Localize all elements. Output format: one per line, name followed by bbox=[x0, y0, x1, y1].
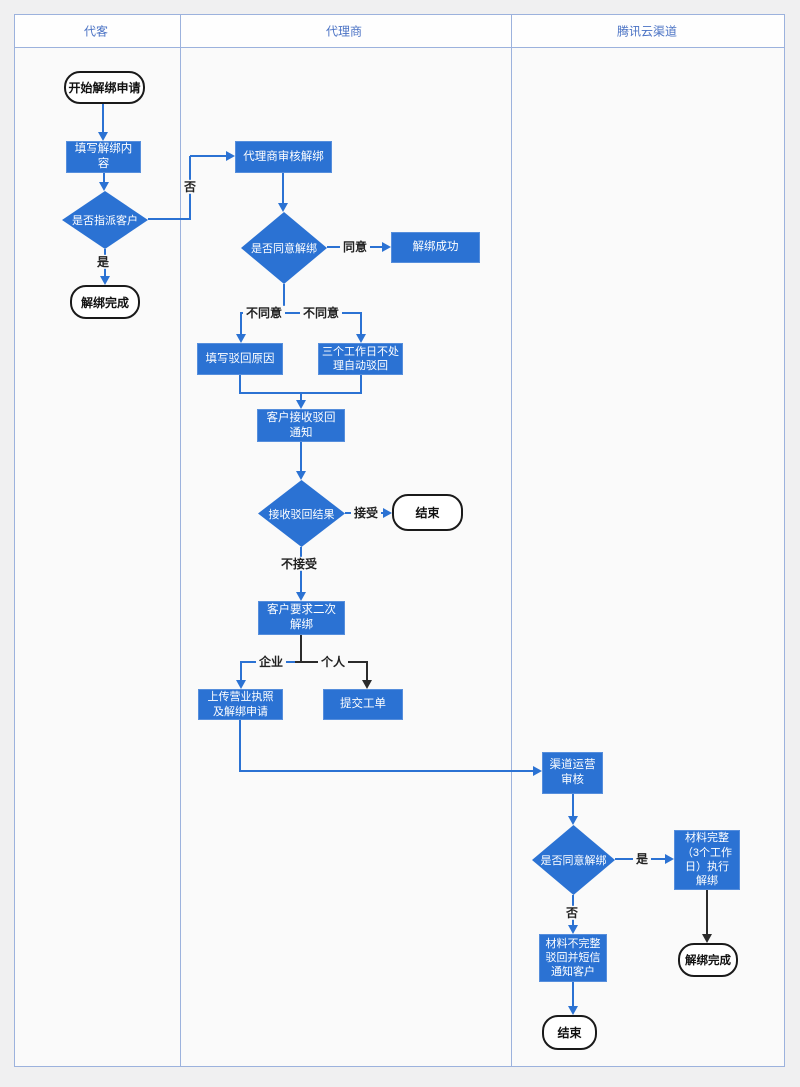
upload-license-box: 上传营业执照 及解绑申请 bbox=[198, 689, 283, 720]
arrowhead-right bbox=[226, 151, 235, 161]
arrowhead-down bbox=[702, 934, 712, 943]
edge-label-personal: 个人 bbox=[317, 654, 349, 670]
arrowhead-down bbox=[99, 182, 109, 191]
connector-line bbox=[300, 635, 302, 662]
connector-line bbox=[300, 442, 302, 471]
arrowhead-down bbox=[568, 816, 578, 825]
connector-line bbox=[148, 218, 190, 220]
material-incomplete-box: 材料不完整 驳回并短信 通知客户 bbox=[539, 934, 607, 982]
arrowhead-down bbox=[100, 276, 110, 285]
arrowhead-right bbox=[533, 766, 542, 776]
connector-line bbox=[240, 662, 242, 680]
connector-line bbox=[103, 173, 105, 183]
connector-line bbox=[366, 662, 368, 680]
start-terminal: 开始解绑申请 bbox=[64, 71, 145, 104]
lane-divider-2 bbox=[511, 15, 512, 1066]
submit-ticket-box: 提交工单 bbox=[323, 689, 403, 720]
connector-line bbox=[190, 155, 226, 157]
end-terminal-2: 结束 bbox=[542, 1015, 597, 1050]
edge-label-yes-complete: 是 bbox=[632, 851, 652, 867]
edge-label-disagree-right: 不同意 bbox=[299, 305, 343, 321]
swimlane-frame bbox=[14, 14, 785, 1067]
fill-content-box: 填写解绑内 容 bbox=[66, 141, 141, 173]
edge-label-enterprise: 企业 bbox=[255, 654, 287, 670]
edge-label-yes: 是 bbox=[93, 254, 113, 270]
arrowhead-down bbox=[98, 132, 108, 141]
channel-review-box: 渠道运营 审核 bbox=[542, 752, 603, 794]
arrowhead-down bbox=[568, 925, 578, 934]
connector-line bbox=[282, 173, 284, 204]
arrowhead-down bbox=[236, 680, 246, 689]
unbind-done-terminal-1: 解绑完成 bbox=[70, 285, 140, 319]
auto-reject-box: 三个工作日不处 理自动驳回 bbox=[318, 343, 403, 375]
connector-line bbox=[240, 313, 242, 334]
connector-line bbox=[360, 375, 362, 393]
edge-label-no-incomplete: 否 bbox=[562, 905, 582, 921]
arrowhead-right bbox=[382, 242, 391, 252]
lane-title-agent: 代理商 bbox=[325, 24, 363, 39]
connector-line bbox=[239, 375, 241, 393]
arrowhead-right bbox=[383, 508, 392, 518]
agent-review-box: 代理商审核解绑 bbox=[235, 141, 332, 173]
arrowhead-down bbox=[296, 400, 306, 409]
connector-line bbox=[572, 794, 574, 816]
connector-line bbox=[239, 770, 533, 772]
unbind-success-box: 解绑成功 bbox=[391, 232, 480, 263]
connector-line bbox=[239, 720, 241, 772]
arrowhead-right bbox=[665, 854, 674, 864]
arrowhead-down bbox=[356, 334, 366, 343]
connector-line bbox=[283, 284, 285, 313]
receive-notice-box: 客户接收驳回 通知 bbox=[257, 409, 345, 442]
connector-line bbox=[300, 393, 302, 400]
second-unbind-box: 客户要求二次 解绑 bbox=[258, 601, 345, 635]
lane-title-customer: 代客 bbox=[83, 24, 109, 39]
end-terminal-1: 结束 bbox=[392, 494, 463, 531]
lane-header-row bbox=[15, 15, 784, 48]
connector-line bbox=[360, 313, 362, 334]
connector-line bbox=[572, 982, 574, 1006]
connector-line bbox=[706, 890, 708, 934]
edge-label-no: 否 bbox=[180, 179, 200, 195]
arrowhead-down bbox=[296, 592, 306, 601]
arrowhead-down bbox=[362, 680, 372, 689]
arrowhead-down bbox=[278, 203, 288, 212]
edge-label-accept: 接受 bbox=[350, 505, 382, 521]
arrowhead-down bbox=[568, 1006, 578, 1015]
arrowhead-down bbox=[296, 471, 306, 480]
edge-label-disagree-left: 不同意 bbox=[242, 305, 286, 321]
lane-divider-1 bbox=[180, 15, 181, 1066]
connector-line bbox=[102, 104, 104, 133]
edge-label-agree: 同意 bbox=[339, 239, 371, 255]
fill-reject-reason-box: 填写驳回原因 bbox=[197, 343, 283, 375]
unbind-done-terminal-2: 解绑完成 bbox=[678, 943, 738, 977]
material-complete-box: 材料完整 （3个工作 日）执行 解绑 bbox=[674, 830, 740, 890]
arrowhead-down bbox=[236, 334, 246, 343]
edge-label-not-accept: 不接受 bbox=[277, 556, 321, 572]
lane-title-tencent-channel: 腾讯云渠道 bbox=[616, 24, 678, 39]
